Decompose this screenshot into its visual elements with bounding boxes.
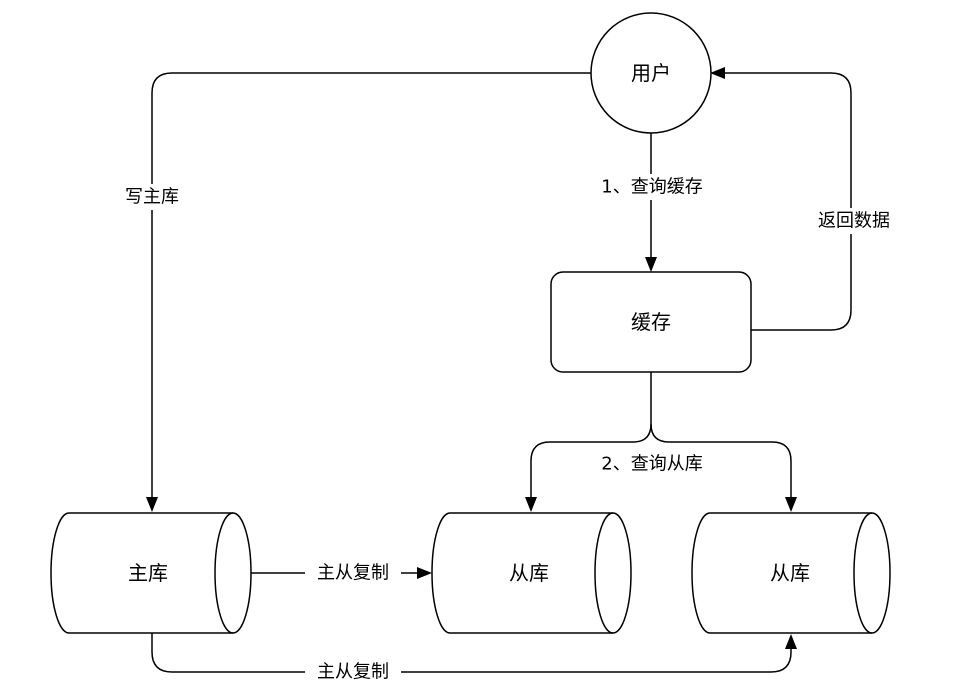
edge-label-replication-1: 主从复制 bbox=[317, 563, 389, 584]
node-slave-db-1: 从库 bbox=[431, 512, 632, 634]
arrowhead-icon bbox=[785, 497, 797, 512]
node-slave-db-2: 从库 bbox=[691, 512, 891, 634]
edge-replication-2 bbox=[151, 633, 797, 673]
node-user: 用户 bbox=[590, 12, 712, 134]
arrowhead-icon bbox=[417, 567, 432, 579]
edge-query-slave bbox=[525, 372, 797, 512]
arrowhead-icon bbox=[645, 257, 657, 272]
edge-label-query-slave: 2、查询从库 bbox=[601, 454, 702, 475]
arrowhead-icon bbox=[785, 634, 797, 649]
edge-write-master bbox=[146, 72, 592, 512]
edge-label-return-data: 返回数据 bbox=[818, 211, 890, 232]
node-master-db: 主库 bbox=[50, 512, 252, 634]
node-user-label: 用户 bbox=[631, 61, 671, 85]
edge-query-cache bbox=[645, 133, 657, 272]
edge-label-replication-2: 主从复制 bbox=[317, 662, 389, 683]
arrowhead-icon bbox=[710, 67, 725, 79]
node-cache-label: 缓存 bbox=[631, 310, 671, 334]
edge-return-data bbox=[710, 67, 852, 331]
edge-label-query-cache: 1、查询缓存 bbox=[601, 177, 702, 198]
node-slave-db-2-label: 从库 bbox=[770, 561, 810, 585]
node-slave-db-1-label: 从库 bbox=[509, 561, 549, 585]
node-cache: 缓存 bbox=[550, 271, 752, 373]
arrowhead-icon bbox=[146, 497, 158, 512]
edge-label-write-master: 写主库 bbox=[125, 187, 179, 208]
arrowhead-icon bbox=[525, 497, 537, 512]
node-master-db-label: 主库 bbox=[128, 561, 168, 585]
